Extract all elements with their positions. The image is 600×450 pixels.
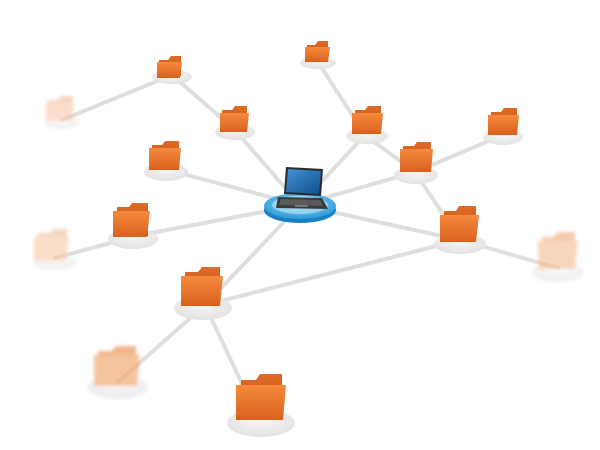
folder-icon <box>149 141 181 170</box>
folder-node <box>174 267 232 320</box>
folder-node <box>108 203 158 249</box>
folder-icon <box>94 346 140 386</box>
central-hub <box>264 167 336 223</box>
folder-icon <box>34 229 69 261</box>
folder-icon <box>400 142 433 172</box>
network-nodes <box>33 41 584 437</box>
connector-line <box>60 73 174 122</box>
folder-icon <box>113 203 150 237</box>
folder-icon <box>538 232 578 269</box>
folder-node <box>33 229 77 270</box>
folder-node <box>532 232 584 282</box>
laptop-icon <box>276 167 328 209</box>
folder-node <box>152 56 192 84</box>
folder-node <box>434 206 486 254</box>
folder-icon <box>352 106 383 134</box>
folder-node <box>144 141 188 181</box>
folder-node <box>227 374 295 437</box>
folder-icon <box>157 56 182 78</box>
folder-icon <box>46 96 74 121</box>
folder-icon <box>236 374 286 420</box>
folder-node <box>44 96 80 129</box>
folder-icon <box>305 41 330 62</box>
connector-line <box>203 238 462 307</box>
folder-icon <box>488 108 519 135</box>
folder-icon <box>440 206 479 242</box>
folder-node <box>346 106 388 144</box>
folder-node <box>215 106 255 140</box>
folder-node <box>300 41 336 69</box>
folder-icon <box>220 106 249 132</box>
folder-node <box>88 346 148 399</box>
folder-node <box>394 142 438 184</box>
folder-icon <box>181 267 223 306</box>
folder-node <box>483 108 523 145</box>
